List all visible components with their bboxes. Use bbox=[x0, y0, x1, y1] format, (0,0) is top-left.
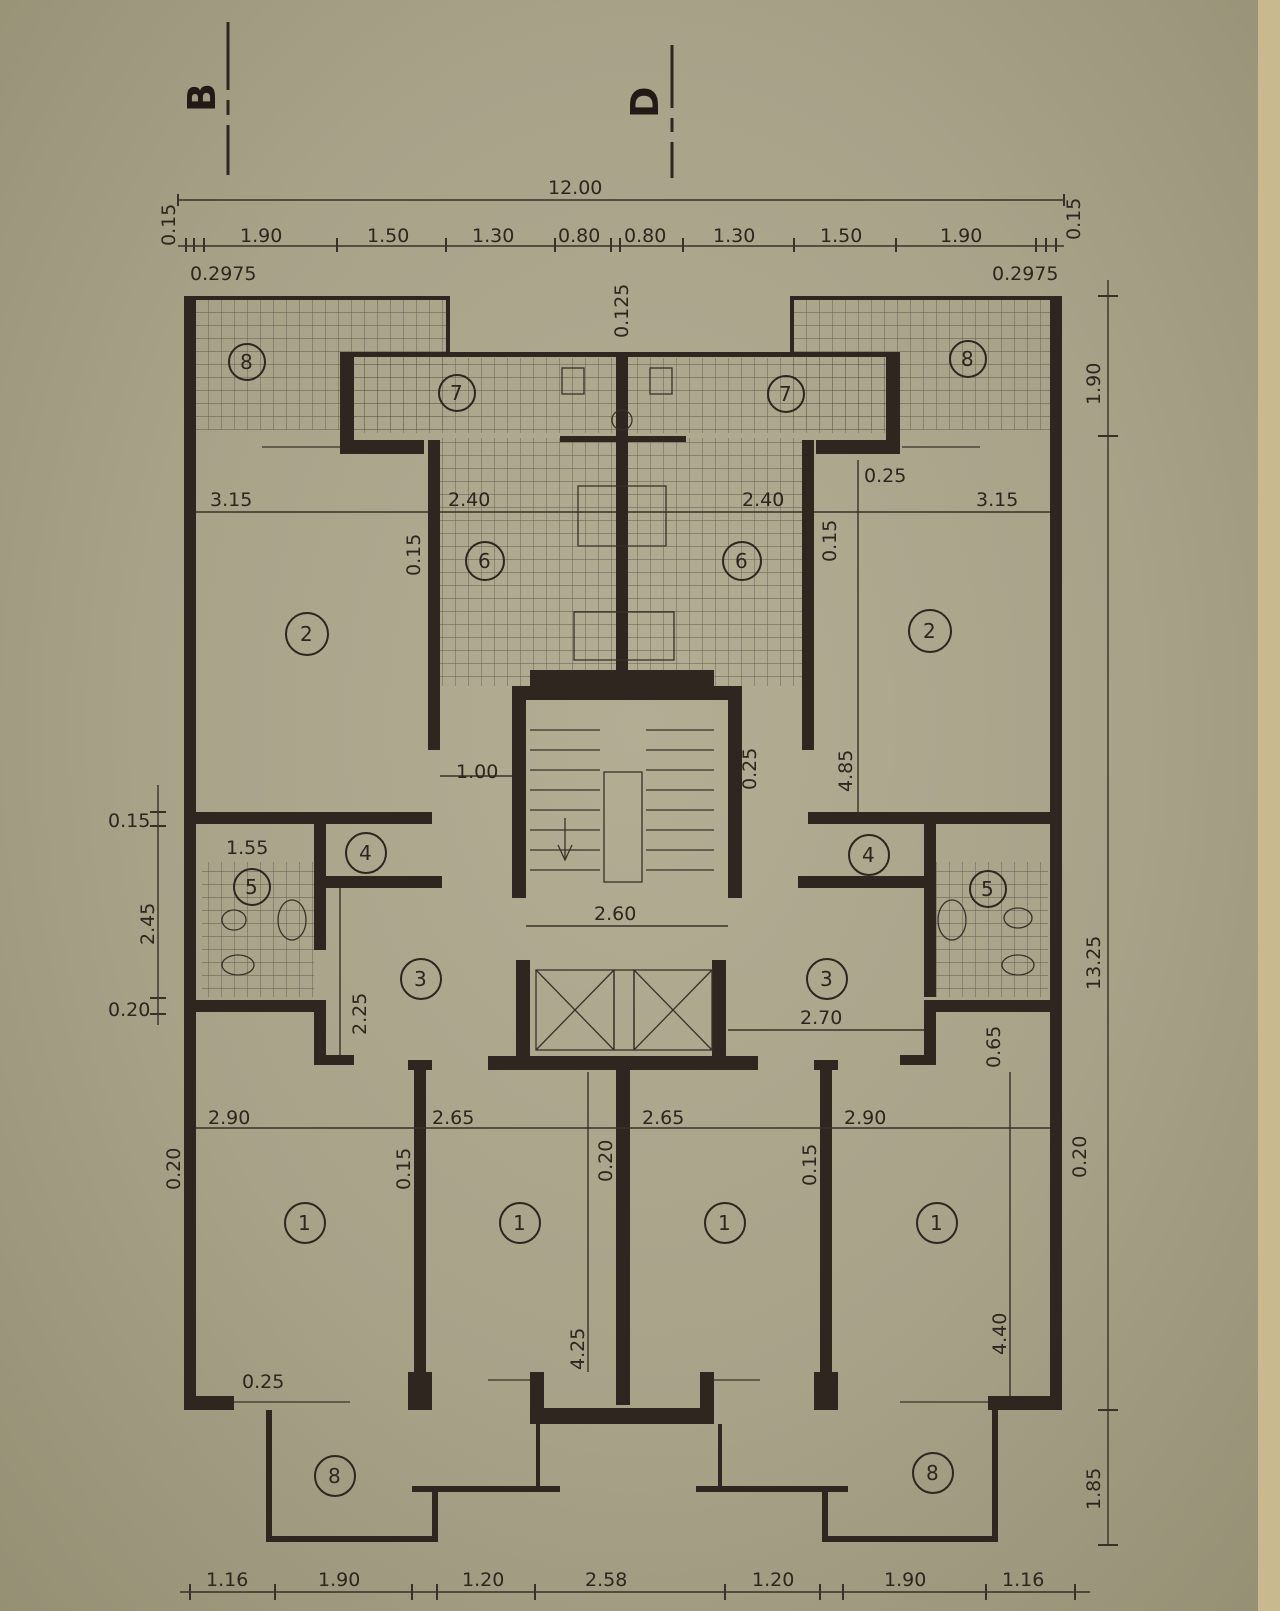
dim-hall-depth: 2.25 bbox=[349, 993, 371, 1035]
dim-top-seg-3: 1.30 bbox=[472, 225, 514, 247]
dim-top-seg-5: 0.80 bbox=[624, 225, 666, 247]
dim-room6-width-left: 2.40 bbox=[448, 489, 490, 511]
stair-lines bbox=[530, 729, 714, 883]
dim-bottom-2: 1.90 bbox=[318, 1569, 360, 1591]
dim-bath-width: 1.55 bbox=[226, 837, 268, 859]
dim-center-gap: 0.125 bbox=[611, 284, 633, 338]
dim-wall-left: 0.15 bbox=[403, 534, 425, 576]
room-tag-5-right: 5 bbox=[981, 877, 994, 901]
dim-bottom-1: 1.16 bbox=[206, 1569, 248, 1591]
top-dimension-chain: 12.00 0.15 0.15 1.90 1.50 1.30 0.80 0.80… bbox=[158, 177, 1085, 338]
dim-wall-d: 0.15 bbox=[799, 1144, 821, 1186]
dim-room1-width-1: 2.90 bbox=[208, 1107, 250, 1129]
dim-room1-width-2: 2.65 bbox=[432, 1107, 474, 1129]
room-tag-2-right: 2 bbox=[923, 619, 936, 643]
dim-recess: 0.65 bbox=[983, 1026, 1005, 1068]
room-tag-8-top-left: 8 bbox=[240, 350, 253, 374]
section-marker-d: D bbox=[623, 45, 674, 178]
interior-dimension-lines bbox=[196, 460, 1050, 1396]
bath-fixtures bbox=[221, 899, 1035, 976]
room-tag-3-right: 3 bbox=[820, 967, 833, 991]
dim-room6-width-right: 2.40 bbox=[742, 489, 784, 511]
left-dimension-chain: 0.15 2.45 0.20 bbox=[108, 785, 166, 1025]
dim-right-3: 1.85 bbox=[1083, 1468, 1105, 1510]
dim-wall-right: 0.15 bbox=[819, 520, 841, 562]
dim-bottom-4: 2.58 bbox=[585, 1569, 627, 1591]
dim-top-seg-7: 1.50 bbox=[820, 225, 862, 247]
dim-left-3: 0.20 bbox=[108, 999, 150, 1021]
dim-right-1: 1.90 bbox=[1083, 363, 1105, 405]
room-tag-6-left: 6 bbox=[478, 549, 491, 573]
dim-room1-width-4: 2.90 bbox=[844, 1107, 886, 1129]
walls bbox=[184, 296, 1062, 1424]
elevator-shafts bbox=[535, 969, 713, 1051]
room-tag-1-d: 1 bbox=[930, 1211, 943, 1235]
dim-bottom-7: 1.16 bbox=[1002, 1569, 1044, 1591]
room-tag-8-top-right: 8 bbox=[961, 347, 974, 371]
room-tag-7-right: 7 bbox=[779, 382, 792, 406]
dim-bottom-5: 1.20 bbox=[752, 1569, 794, 1591]
room-tag-1-a: 1 bbox=[298, 1211, 311, 1235]
dim-room1-depth-center: 4.25 bbox=[567, 1328, 589, 1370]
room-tag-1-c: 1 bbox=[718, 1211, 731, 1235]
page-edge bbox=[1258, 0, 1280, 1611]
room-tag-2-left: 2 bbox=[300, 622, 313, 646]
interior-dimension-labels: 3.15 2.40 2.40 3.15 0.15 0.15 0.25 1.00 … bbox=[163, 465, 1091, 1393]
dim-stair-wall: 0.25 bbox=[739, 748, 761, 790]
dim-offset-left: 0.2975 bbox=[190, 263, 256, 285]
dim-top-seg-8: 1.90 bbox=[940, 225, 982, 247]
service-shafts bbox=[561, 367, 675, 661]
dim-corridor: 1.00 bbox=[456, 761, 498, 783]
right-dimension-chain: 1.90 13.25 1.85 bbox=[1083, 280, 1118, 1546]
dim-top-seg-4: 0.80 bbox=[558, 225, 600, 247]
dim-hall-width-right: 2.70 bbox=[800, 1007, 842, 1029]
dim-left-1: 0.15 bbox=[108, 810, 150, 832]
dim-wall-b: 0.15 bbox=[393, 1148, 415, 1190]
dim-wall-e: 0.20 bbox=[1069, 1136, 1091, 1178]
room-tag-4-left: 4 bbox=[359, 841, 372, 865]
dim-top-seg-1: 1.90 bbox=[240, 225, 282, 247]
section-mark-b: B bbox=[180, 83, 224, 112]
dim-offset-right: 0.2975 bbox=[992, 263, 1058, 285]
room-tag-1-b: 1 bbox=[513, 1211, 526, 1235]
dim-wall-c: 0.20 bbox=[595, 1140, 617, 1182]
room-tag-5-left: 5 bbox=[245, 875, 258, 899]
room-tag-7-left: 7 bbox=[450, 381, 463, 405]
dim-room1-depth-right: 4.40 bbox=[989, 1313, 1011, 1355]
room-tag-8-bottom-left: 8 bbox=[328, 1464, 341, 1488]
room-tag-3-left: 3 bbox=[414, 967, 427, 991]
dim-sill: 0.25 bbox=[242, 1371, 284, 1393]
dim-room2-depth: 4.85 bbox=[835, 750, 857, 792]
room-tag-8-bottom-right: 8 bbox=[926, 1461, 939, 1485]
dim-top-seg-6: 1.30 bbox=[713, 225, 755, 247]
room-tag-4-right: 4 bbox=[862, 843, 875, 867]
dim-stair-width: 2.60 bbox=[594, 903, 636, 925]
dim-top-seg-2: 1.50 bbox=[367, 225, 409, 247]
dim-overall-width: 12.00 bbox=[548, 177, 602, 199]
dim-right-2: 13.25 bbox=[1083, 936, 1105, 990]
dim-left-2: 2.45 bbox=[137, 903, 159, 945]
room-tag-6-right: 6 bbox=[735, 549, 748, 573]
dim-room1-width-3: 2.65 bbox=[642, 1107, 684, 1129]
bottom-dimension-chain: 1.16 1.90 1.20 2.58 1.20 1.90 1.16 bbox=[180, 1569, 1090, 1600]
dim-edge-left: 0.15 bbox=[158, 204, 180, 246]
dim-edge-right: 0.15 bbox=[1063, 198, 1085, 240]
dim-wall-top-right: 0.25 bbox=[864, 465, 906, 487]
tiled-areas bbox=[190, 300, 1050, 997]
bottom-balconies bbox=[266, 1410, 998, 1542]
dim-bottom-3: 1.20 bbox=[462, 1569, 504, 1591]
dim-bottom-6: 1.90 bbox=[884, 1569, 926, 1591]
dim-wall-a: 0.20 bbox=[163, 1148, 185, 1190]
dim-room2-width-right: 3.15 bbox=[976, 489, 1018, 511]
dim-room2-width-left: 3.15 bbox=[210, 489, 252, 511]
section-mark-d: D bbox=[623, 86, 667, 118]
section-marker-b: B bbox=[180, 22, 230, 175]
room-labels: 8 7 7 8 6 6 2 2 4 4 5 5 3 3 1 1 1 1 8 8 bbox=[228, 340, 1007, 1497]
